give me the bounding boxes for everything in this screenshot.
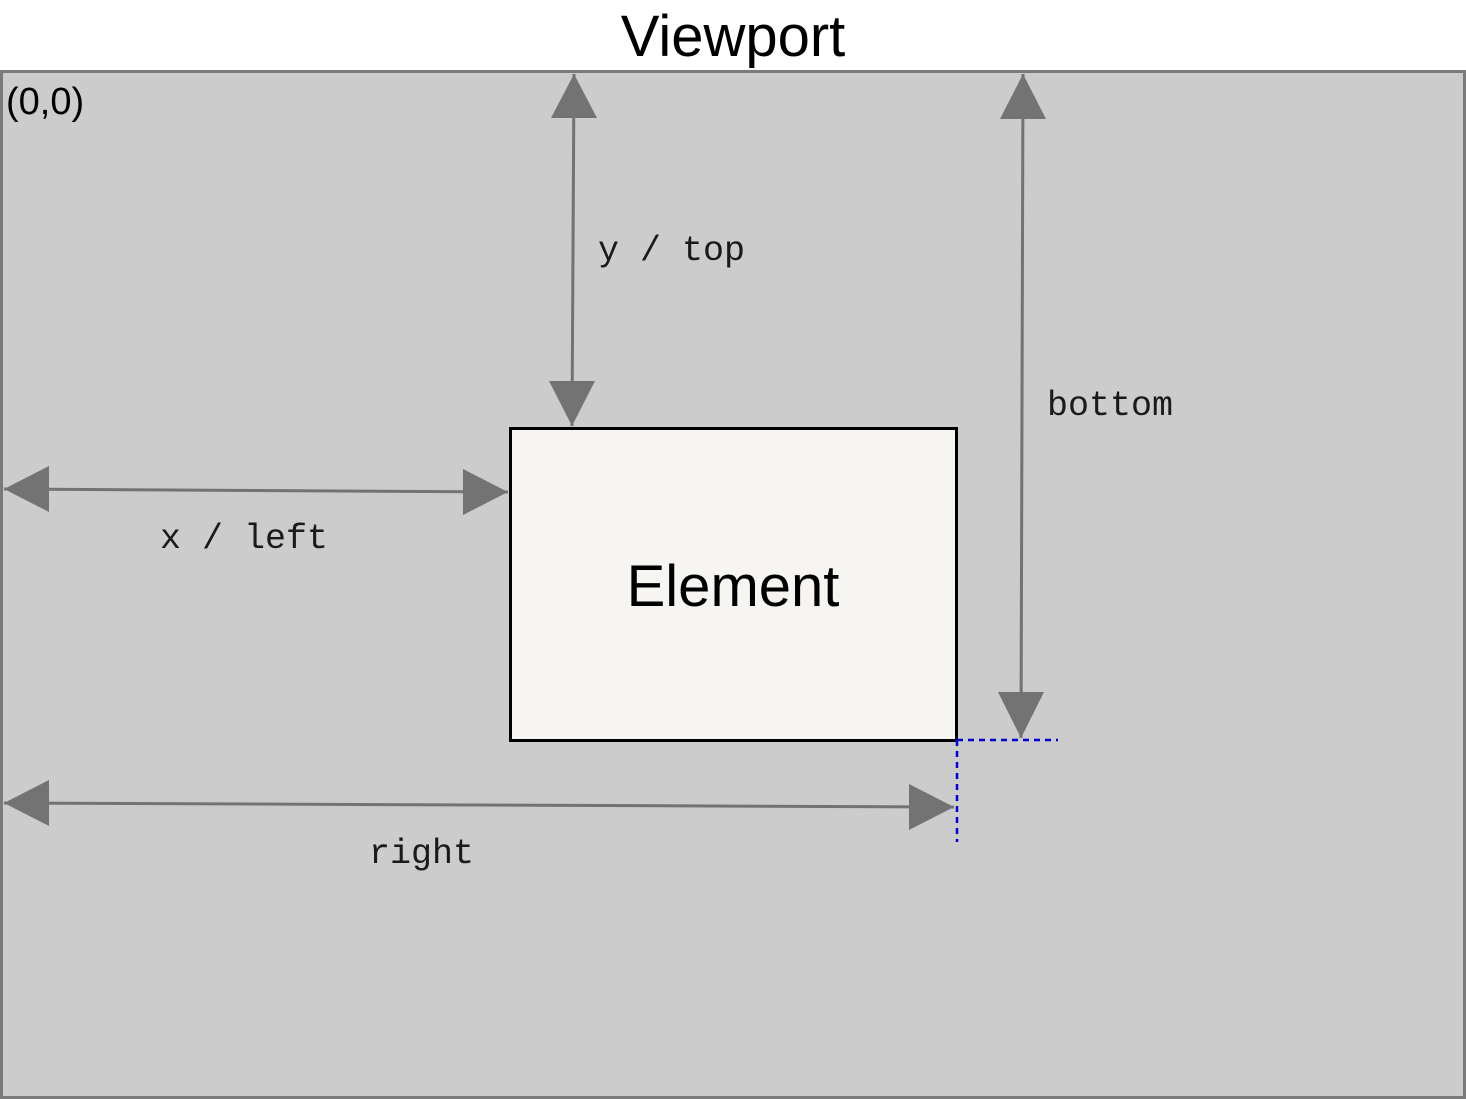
bottom-arrow-head-down [998, 692, 1044, 738]
origin-label: (0,0) [6, 81, 84, 123]
top-arrow [570, 73, 576, 427]
left-arrow-head-left [4, 466, 49, 512]
left-arrow-head-right [463, 469, 508, 515]
right-arrow-head-right [909, 784, 954, 830]
right-arrow [3, 801, 955, 809]
x-left-label: x / left [160, 519, 328, 559]
top-arrow-head-down [549, 381, 595, 426]
y-top-label: y / top [598, 231, 745, 271]
right-arrow-head-left [4, 780, 49, 826]
right-label: right [369, 834, 474, 874]
element-box [509, 427, 958, 742]
top-arrow-head-up [551, 74, 597, 118]
bottom-arrow-head-up [1000, 74, 1046, 119]
bottom-label: bottom [1047, 386, 1173, 426]
left-arrow [3, 487, 509, 494]
bottom-arrow [1019, 73, 1025, 739]
element-label: Element [627, 554, 840, 619]
viewport-title: Viewport [621, 4, 846, 69]
